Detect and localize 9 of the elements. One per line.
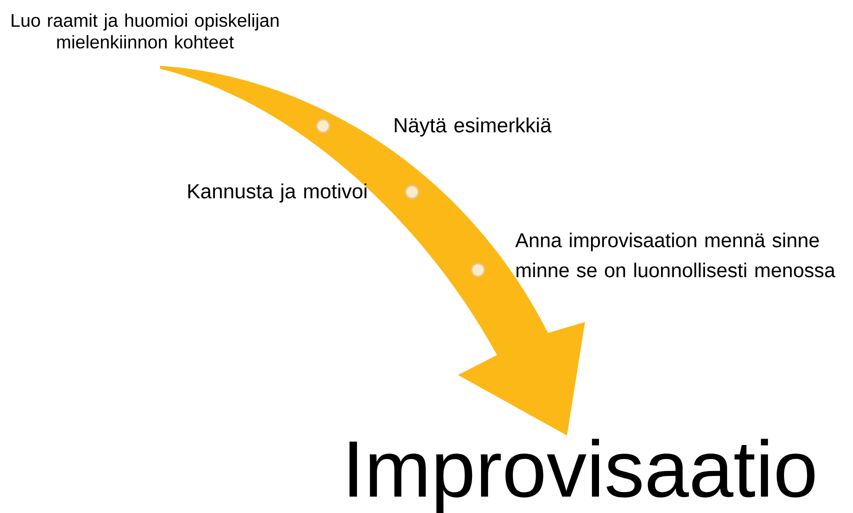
step-text: Luo raamit ja huomioi opiskelijan mielenkiinnon kohteet [12,13,279,48]
step-label: Anna improvisaation mennä sinne minne se on luonnollisesti menossa [515,232,836,278]
step-label: Kannusta ja motivoi [188,183,366,203]
curved-arrow [160,66,585,436]
dot [404,184,420,200]
step-label: Näytä esimerkkiä [394,117,552,137]
title-text: Improvisaatio [350,438,814,513]
dot [316,118,330,134]
dot [470,262,486,278]
